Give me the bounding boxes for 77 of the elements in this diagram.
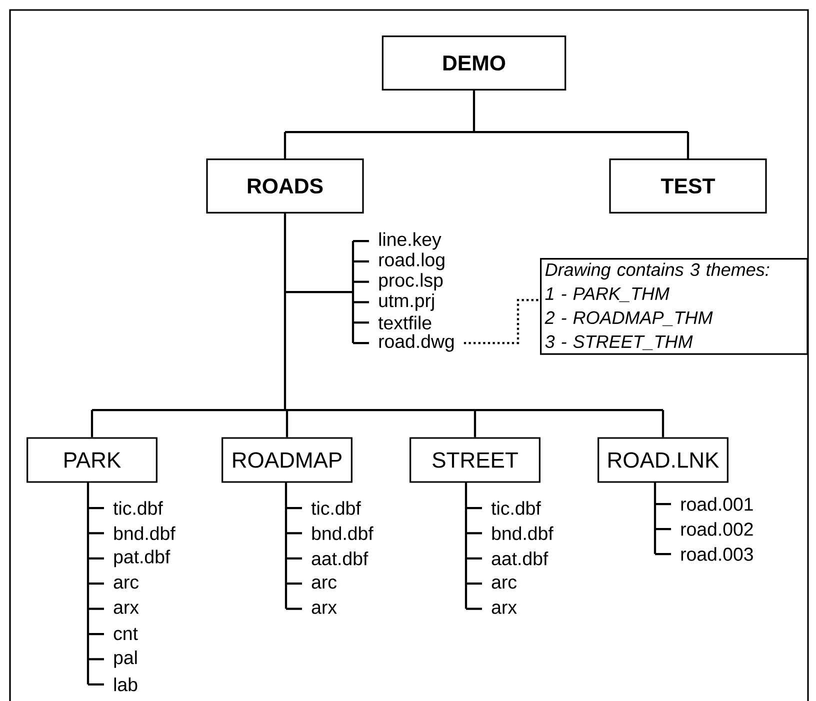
file-label: road.dwg [379,334,454,352]
tree-connector [88,557,104,560]
tree-connector [88,632,104,636]
tree-connector [686,132,690,159]
tree-connector [353,260,369,262]
file-label: road.002 [681,522,753,536]
tree-connector [286,582,302,585]
tree-connector [88,532,104,534]
tree-connector [662,410,664,438]
tree-connector [286,506,302,510]
file-label: tic.dbf [491,501,541,515]
file-label: proc.lsp [379,273,443,290]
tree-connector [353,342,369,344]
tree-connector [353,240,369,242]
tree-connector [474,410,476,438]
folder-box: DEMO [382,36,566,90]
tree-connector [88,683,104,686]
folder-box: ROADS [206,158,364,214]
folder-box: PARK [26,437,158,483]
file-label: bnd.dbf [492,526,554,540]
file-label: pat.dbf [114,550,170,568]
folder-box: ROADMAP [222,437,352,483]
folder-box: TEST [609,158,767,214]
file-label: arc [114,578,138,589]
tree-connector [286,410,288,438]
tree-connector [655,552,671,556]
file-label: arc [312,578,337,589]
tree-connector [90,410,94,438]
tree-connector [353,301,369,304]
file-label: tic.dbf [113,501,163,515]
file-label: lab [114,678,138,692]
tree-connector [88,582,104,585]
file-label: textfile [378,316,432,330]
file-label: arx [312,604,337,614]
tree-connector [286,557,302,560]
file-label: aat.dbf [492,552,548,566]
folder-box: ROAD.LNK [598,437,728,483]
tree-connector [466,582,482,585]
tree-connector [466,532,482,534]
tree-connector [286,608,302,610]
file-label: road.log [379,252,444,270]
file-label: road.003 [681,547,753,561]
file-label: bnd.dbf [312,526,374,540]
tree-connector [353,280,369,283]
tree-connector [284,213,286,292]
tree-connector [86,482,90,684]
tree-connector [654,482,656,554]
tree-connector [88,608,104,610]
tree-connector [284,132,286,159]
tree-connector [655,502,671,506]
file-label: cnt [114,628,138,640]
tree-connector [466,557,482,560]
tree-connector [466,608,482,610]
file-label: arx [492,604,517,614]
file-label: utm.prj [379,294,434,311]
folder-box: STREET [410,437,540,483]
tree-connector [88,506,104,510]
file-label: tic.dbf [311,501,361,515]
tree-connector [286,532,302,534]
tree-connector [90,290,664,412]
note-box: Drawing contains 3 themes: 1 - PARK_THM 2 - ROADMAP_THM 3 - STREET_THM [540,258,808,355]
tree-connector [353,322,369,324]
file-label: aat.dbf [312,552,368,566]
tree-connector [466,506,482,510]
tree-connector [655,528,671,530]
file-label: line.key [379,232,442,250]
tree-connector [88,658,104,660]
tree-connector [284,89,690,134]
file-label: pal [114,650,137,668]
file-label: arc [492,578,517,589]
leader-line [464,298,540,344]
file-label: arx [114,604,139,614]
tree-connector [285,240,354,343]
tree-connector [284,482,288,609]
file-label: road.001 [681,497,753,511]
file-label: bnd.dbf [114,526,176,540]
tree-connector [464,482,468,609]
